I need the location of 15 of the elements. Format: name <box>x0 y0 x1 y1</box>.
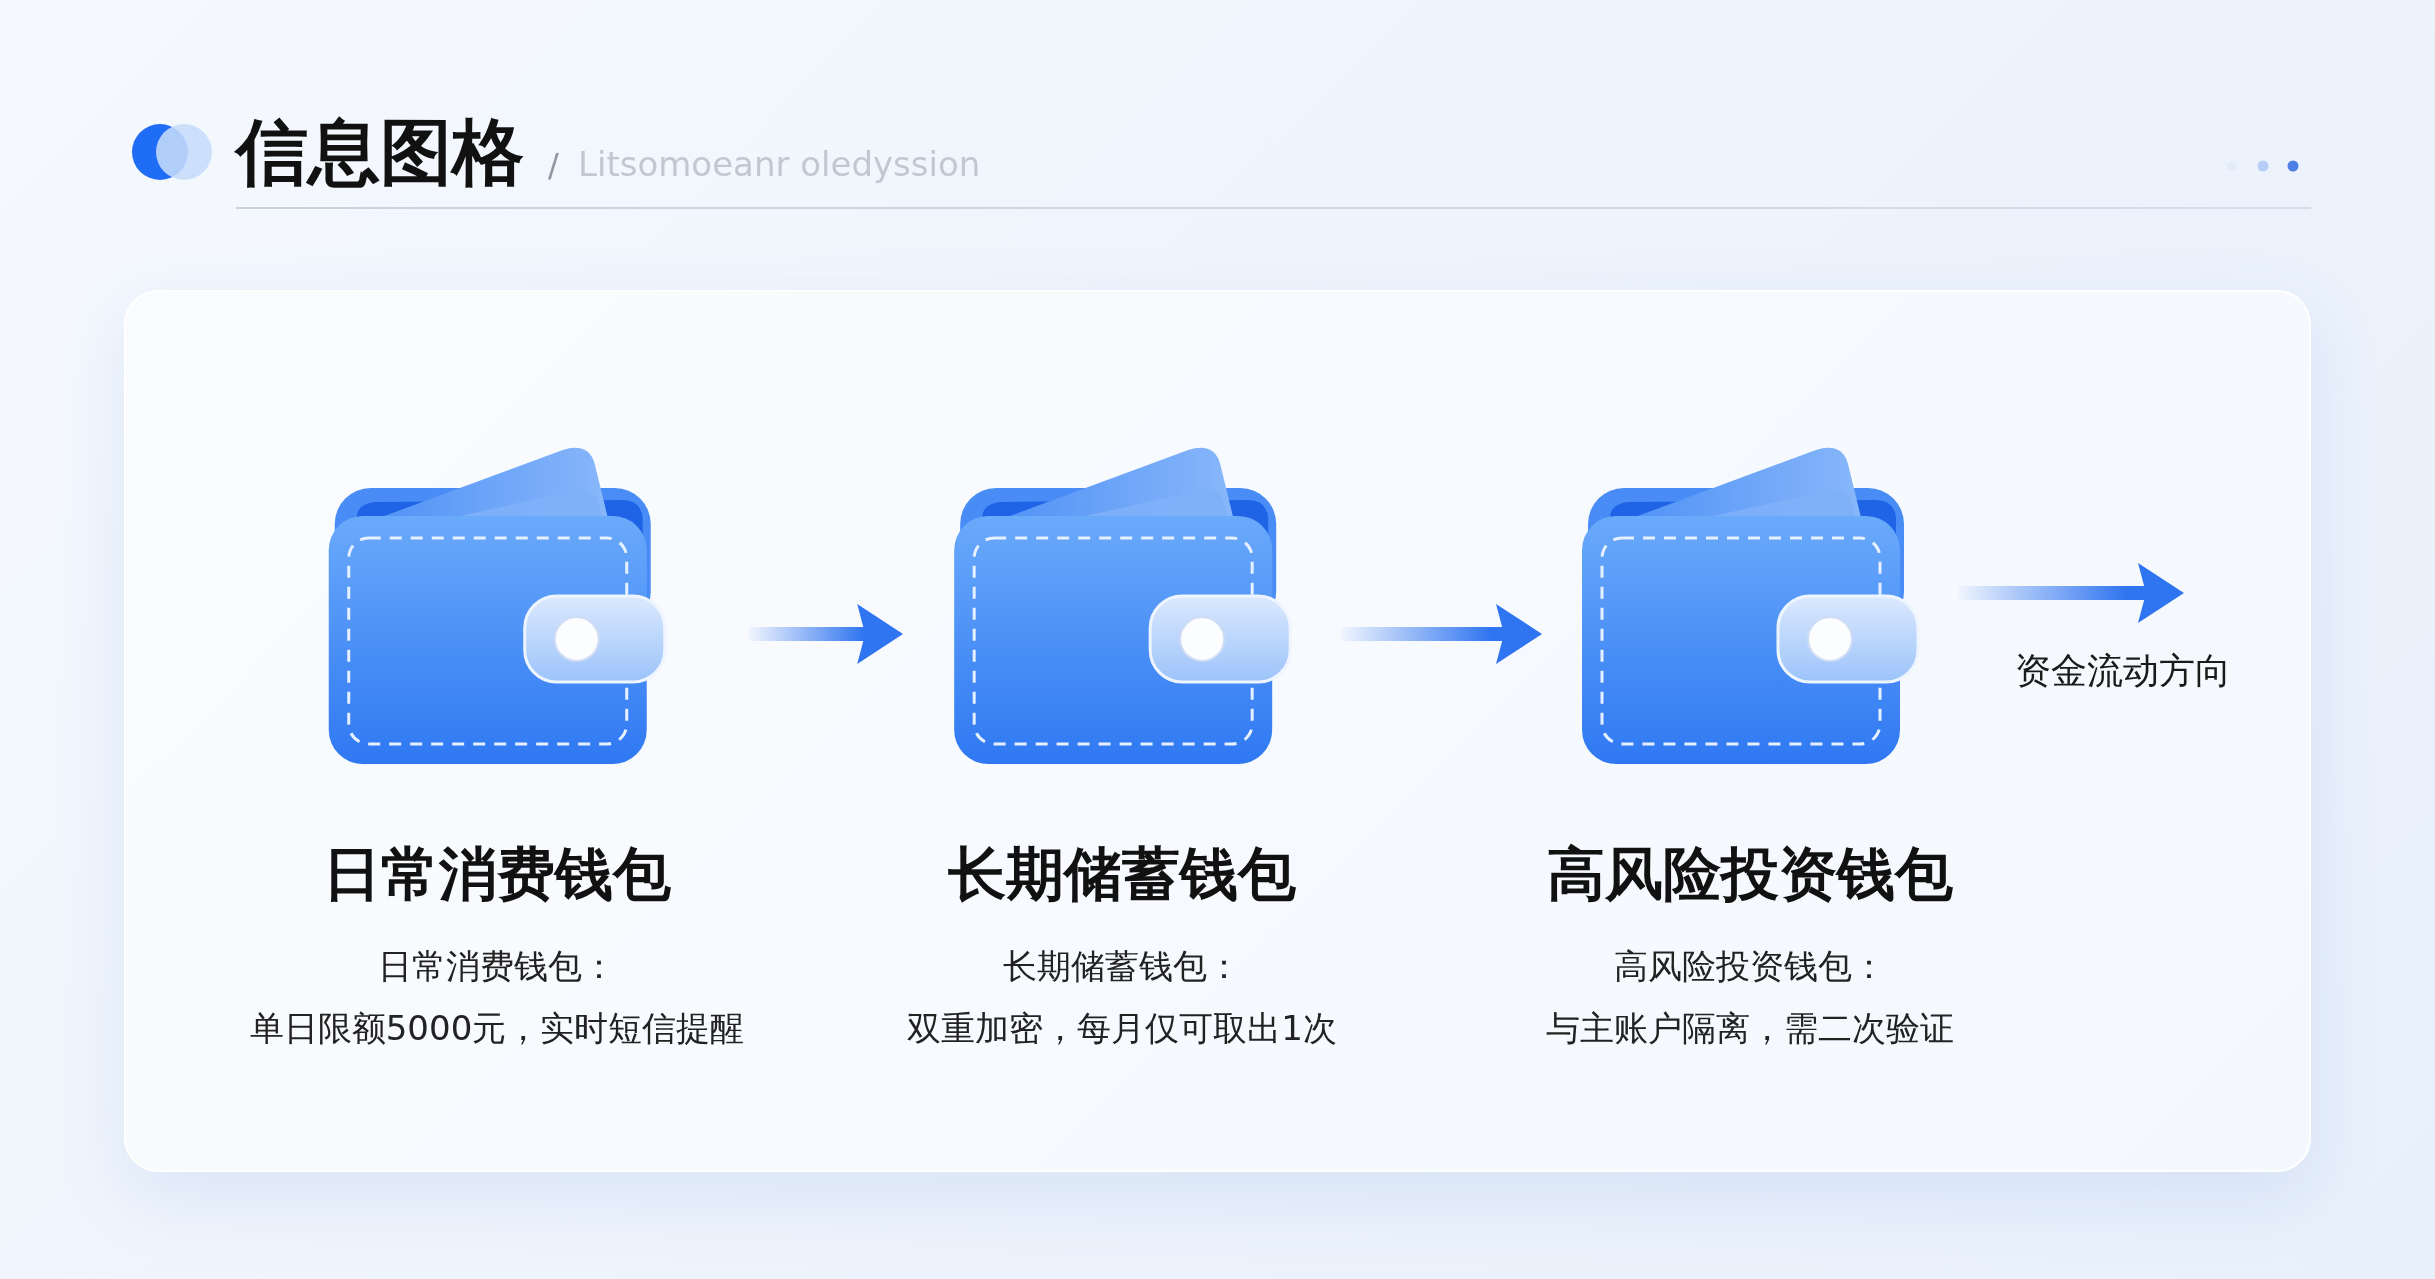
separator-text: / <box>548 146 559 185</box>
description-text: 单日限额5000元，实时短信提醒 <box>249 1006 745 1050</box>
description-text: 高风险投资钱包： <box>1614 944 1886 988</box>
description-text: 日常消费钱包： <box>378 944 616 988</box>
wallet-title: 高风险投资钱包 <box>1547 840 1953 910</box>
arrow <box>748 604 904 664</box>
description-text: 双重加密，每月仅可取出1次 <box>907 1006 1337 1050</box>
wallet-title: 日常消费钱包 <box>323 840 671 910</box>
description-text: 长期储蓄钱包： <box>1003 944 1241 988</box>
wallet-title: 长期储蓄钱包 <box>948 840 1296 910</box>
arrow <box>1340 604 1542 664</box>
arrow <box>1958 563 2184 623</box>
title: 信息图格 <box>236 109 524 196</box>
edge-label: 资金流动方向 <box>2015 649 2231 693</box>
description-text: 与主账户隔离，需二次验证 <box>1546 1006 1954 1050</box>
